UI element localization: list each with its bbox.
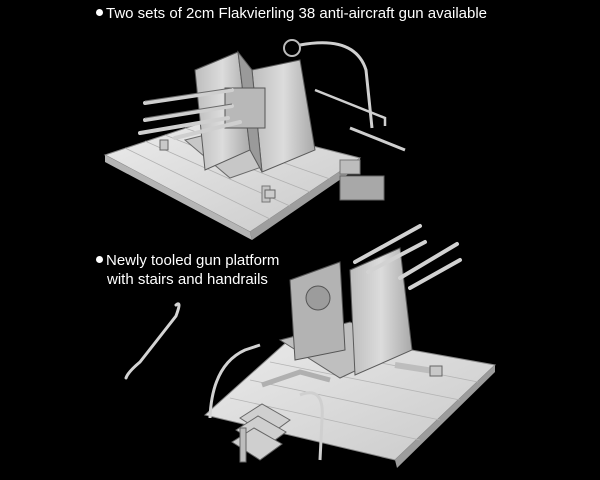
caption-second-line2: with stairs and handrails <box>107 271 268 288</box>
caption-gun-sets-text: Two sets of 2cm Flakvierling 38 anti-air… <box>96 4 487 23</box>
bullet-icon <box>96 255 103 263</box>
gun-barrels-bottom <box>353 224 462 290</box>
platform-handrail <box>208 343 261 419</box>
loose-handrail-part <box>124 302 181 380</box>
caption-first-label: Two sets of 2cm Flakvierling 38 anti-air… <box>106 5 488 22</box>
caption-platform-text: Newly tooled gun platform with stairs an… <box>96 251 279 289</box>
platform-stairs <box>231 403 291 461</box>
gun-barrels-top <box>138 88 242 140</box>
flakvierling-gun-assembly-top <box>103 39 406 240</box>
gun-shield-bottom <box>349 247 413 376</box>
gun-platform-assembly-bottom <box>124 224 497 468</box>
bullet-icon <box>96 8 103 16</box>
caption-second-line1: Newly tooled gun platform <box>106 252 280 269</box>
